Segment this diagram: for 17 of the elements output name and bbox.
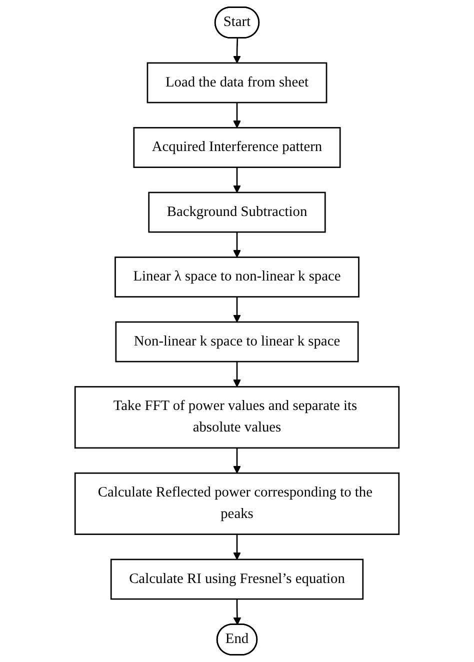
node-box: Load the data from sheet <box>146 62 328 104</box>
node-box: Calculate RI using Fresnel’s equation <box>110 558 364 600</box>
node-box: Calculate Reflected power corresponding to the peaks <box>74 472 400 535</box>
arrow <box>233 102 241 128</box>
arrow <box>233 599 242 626</box>
node-box: Background Subtraction <box>148 192 326 233</box>
arrow <box>233 167 241 193</box>
arrow <box>233 362 241 388</box>
arrow <box>233 232 241 258</box>
arrow <box>233 448 241 474</box>
arrow <box>233 296 241 322</box>
node-box: Linear λ space to non-linear k space <box>114 256 360 298</box>
node-box: Non-linear k space to linear k space <box>115 321 359 362</box>
arrow <box>233 534 241 560</box>
arrow <box>233 38 241 64</box>
node-box: Acquired Interference pattern <box>133 127 341 168</box>
node-box: Take FFT of power values and separate its absolute values <box>74 386 400 449</box>
